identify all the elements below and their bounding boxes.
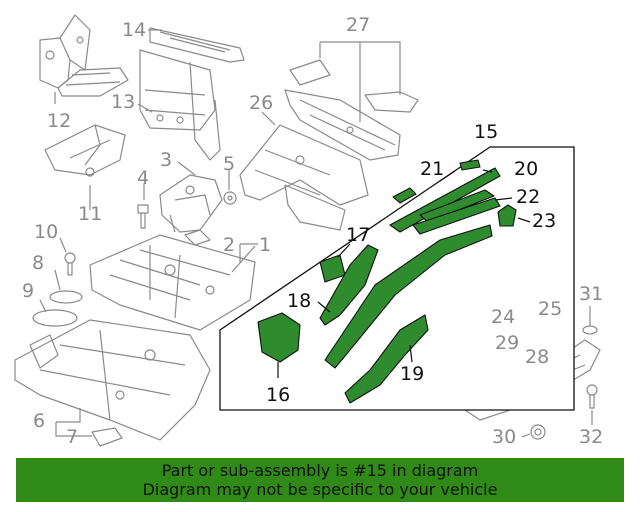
part-16-highlight — [257, 312, 301, 363]
part-31-drawing — [582, 325, 598, 335]
part-23-highlight — [497, 204, 517, 227]
callout-23: 23 — [532, 210, 557, 232]
part-10-drawing — [64, 252, 76, 276]
callout-13: 13 — [111, 91, 136, 113]
part-1-drawing — [89, 234, 256, 331]
callout-17: 17 — [346, 224, 371, 246]
part-9-drawing — [32, 309, 78, 327]
callout-30: 30 — [492, 426, 517, 448]
callout-18: 18 — [287, 290, 312, 312]
part-long-rail-highlight — [324, 224, 493, 369]
part-11-drawing — [44, 124, 126, 177]
callout-27: 27 — [346, 14, 371, 36]
callout-25: 25 — [538, 298, 563, 320]
parts-diagram — [14, 14, 601, 447]
callout-22: 22 — [516, 186, 541, 208]
part-8-drawing — [49, 290, 83, 304]
part-18-highlight — [319, 244, 379, 326]
callout-8: 8 — [32, 252, 45, 274]
part-21-highlight — [392, 187, 417, 204]
part-14-drawing — [149, 27, 245, 63]
part-12-drawing — [39, 14, 129, 97]
part-3-drawing — [159, 174, 223, 233]
part-6-drawing — [14, 319, 211, 441]
callout-5: 5 — [223, 153, 236, 175]
callout-9: 9 — [22, 280, 35, 302]
part-21-rail-highlight — [389, 167, 501, 233]
callout-3: 3 — [160, 149, 173, 171]
callout-2: 2 — [223, 234, 236, 256]
part-22-rail-highlight — [412, 197, 501, 235]
part-27-drawing — [284, 59, 419, 161]
part-20-highlight — [459, 159, 481, 171]
callout-19: 19 — [400, 363, 425, 385]
callout-20: 20 — [514, 158, 539, 180]
callout-16: 16 — [266, 384, 291, 406]
callout-31: 31 — [579, 283, 604, 305]
callout-29: 29 — [495, 332, 520, 354]
callout-26: 26 — [249, 92, 274, 114]
part-19-highlight — [344, 314, 429, 404]
part-22-highlight — [419, 189, 495, 223]
part-26-drawing — [239, 124, 369, 231]
callout-24: 24 — [491, 306, 516, 328]
callout-10: 10 — [34, 221, 59, 243]
callout-7: 7 — [66, 426, 79, 448]
part-30-drawing — [530, 424, 546, 440]
callout-11: 11 — [78, 203, 103, 225]
banner-line-1: Part or sub-assembly is #15 in diagram — [161, 461, 479, 480]
part-2-drawing — [184, 229, 211, 246]
callout-12: 12 — [47, 110, 72, 132]
banner-line-2: Diagram may not be specific to your vehi… — [142, 480, 498, 499]
callout-6: 6 — [33, 410, 46, 432]
callout-15: 15 — [474, 121, 499, 143]
callout-4: 4 — [137, 167, 150, 189]
callout-14: 14 — [122, 19, 147, 41]
callout-28: 28 — [525, 346, 550, 368]
part-7-drawing — [91, 427, 123, 447]
callout-32: 32 — [579, 426, 604, 448]
part-32-drawing — [586, 384, 598, 409]
callout-1: 1 — [259, 234, 272, 256]
callout-21: 21 — [420, 158, 445, 180]
part-5-drawing — [223, 191, 237, 205]
part-4-drawing — [137, 204, 149, 229]
part-13-drawing — [139, 49, 221, 161]
info-banner: Part or sub-assembly is #15 in diagram D… — [16, 458, 624, 502]
